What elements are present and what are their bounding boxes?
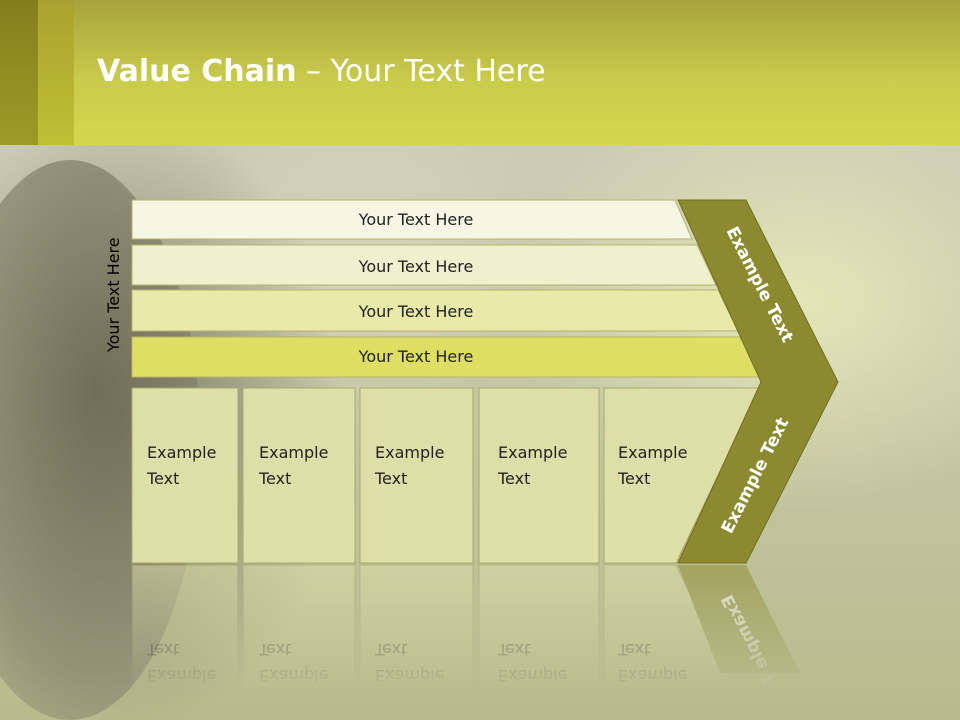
box-3-line1: Example [498,443,567,462]
box-3-line2: Text [497,469,530,488]
reflection-text: Text [617,640,650,659]
box-2[interactable]: Example Text [359,387,474,564]
title-bar [0,0,960,145]
box-1[interactable]: Example Text [242,387,356,564]
reflection: Example Text Example Text Example Text E… [131,564,800,720]
slide-title[interactable]: Value Chain – Your Text Here [97,54,546,89]
header-stripe [0,0,38,145]
box-2-line2: Text [374,469,407,488]
row-2[interactable]: Your Text Here [131,289,739,332]
row-3-label: Your Text Here [358,347,474,366]
box-2-line1: Example [375,443,444,462]
title-rest: – Your Text Here [296,54,546,89]
row-2-label: Your Text Here [358,302,474,321]
reflection-text: Example [498,666,567,685]
row-0[interactable]: Your Text Here [131,199,693,240]
reflection-text: Example [147,666,216,685]
box-3[interactable]: Example Text [478,387,600,564]
row-3[interactable]: Your Text Here [131,336,763,378]
box-4-line2: Text [617,469,650,488]
row-1-label: Your Text Here [358,257,474,276]
reflection-text: Text [374,640,407,659]
box-0[interactable]: Example Text [131,387,239,564]
box-0-line2: Text [146,469,179,488]
row-1[interactable]: Your Text Here [131,244,717,286]
header-stripe [38,0,74,145]
reflection-text: Example [375,666,444,685]
box-4[interactable]: Example Text [603,387,761,564]
box-1-line2: Text [258,469,291,488]
title-bold: Value Chain [97,54,297,89]
box-4-line1: Example [618,443,687,462]
box-1-line1: Example [259,443,328,462]
reflection-text: Example [618,666,687,685]
reflection-text: Example [259,666,328,685]
row-0-label: Your Text Here [358,210,474,229]
reflection-text: Text [146,640,179,659]
reflection-text: Text [497,640,530,659]
reflection-text: Text [258,640,291,659]
box-0-line1: Example [147,443,216,462]
